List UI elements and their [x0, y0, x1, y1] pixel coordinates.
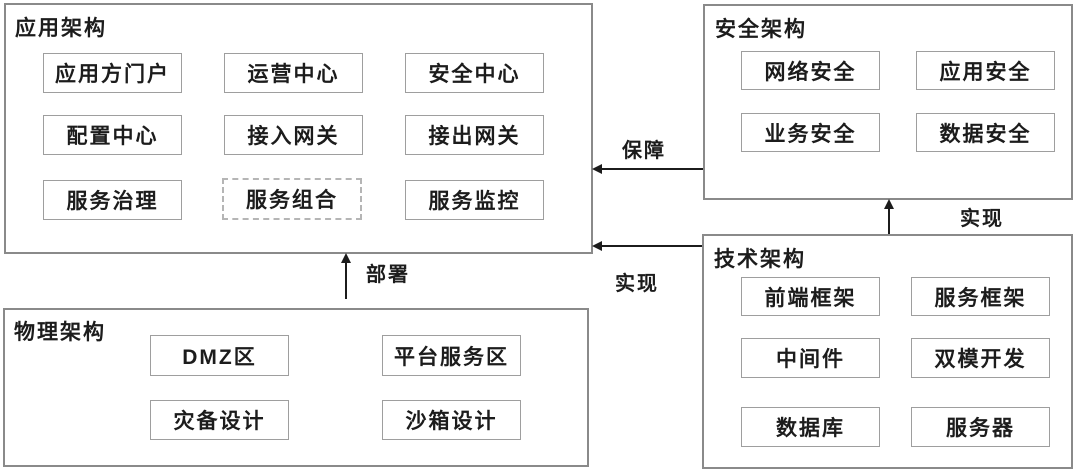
node-service-monitoring: 服务监控: [405, 180, 544, 220]
node-label: 服务治理: [66, 190, 159, 213]
node-label: 应用方门户: [55, 63, 170, 86]
node-server: 服务器: [911, 407, 1050, 447]
node-label: 数据库: [776, 417, 845, 440]
node-label: 运营中心: [247, 63, 340, 86]
arrowhead-up-icon: [341, 253, 351, 263]
node-application-security: 应用安全: [916, 51, 1055, 90]
node-label: 接入网关: [247, 125, 340, 148]
group-title-security-architecture: 安全架构: [715, 18, 807, 41]
node-label: 应用安全: [939, 60, 1032, 84]
arrowhead-left-icon: [592, 241, 602, 251]
node-data-security: 数据安全: [916, 113, 1055, 152]
arrow-realize-security-line: [888, 208, 890, 234]
node-frontend-framework: 前端框架: [741, 277, 880, 316]
group-title-technology-architecture: 技术架构: [714, 248, 806, 271]
node-service-framework: 服务框架: [911, 277, 1050, 316]
node-label: 沙箱设计: [405, 410, 498, 433]
node-label: 服务组合: [246, 189, 338, 212]
node-inbound-gateway: 接入网关: [224, 115, 363, 155]
node-database: 数据库: [741, 407, 880, 447]
arrow-realize-security-label: 实现: [960, 202, 1004, 231]
node-label: 数据安全: [939, 122, 1032, 146]
node-label: 平台服务区: [394, 345, 509, 369]
arrow-deploy-line: [345, 262, 347, 299]
node-label: DMZ区: [182, 345, 257, 369]
node-label: 灾备设计: [173, 410, 266, 433]
group-title-application-architecture: 应用架构: [15, 17, 107, 40]
node-network-security: 网络安全: [741, 51, 880, 90]
group-security-architecture: 安全架构 网络安全 应用安全 业务安全 数据安全: [703, 4, 1073, 200]
node-service-governance: 服务治理: [43, 180, 182, 220]
node-label: 网络安全: [764, 60, 857, 84]
node-label: 服务框架: [934, 286, 1027, 310]
node-label: 双模开发: [934, 348, 1027, 371]
node-label: 服务监控: [428, 190, 521, 213]
node-label: 接出网关: [428, 125, 521, 148]
arrow-deploy-label: 部署: [366, 258, 410, 287]
arrow-realize-application-line: [601, 245, 702, 247]
node-middleware: 中间件: [741, 338, 880, 378]
node-application-portal: 应用方门户: [43, 53, 182, 93]
group-application-architecture: 应用架构 应用方门户 运营中心 安全中心 配置中心 接入网关 接出网关 服务治理…: [4, 3, 593, 254]
node-security-center: 安全中心: [405, 53, 544, 93]
node-service-composition: 服务组合: [222, 178, 362, 220]
group-technology-architecture: 技术架构 前端框架 服务框架 中间件 双模开发 数据库 服务器: [702, 234, 1073, 469]
node-label: 配置中心: [66, 125, 159, 148]
node-config-center: 配置中心: [43, 115, 182, 155]
node-disaster-recovery-design: 灾备设计: [150, 400, 289, 440]
arrowhead-left-icon: [592, 164, 602, 174]
group-title-physical-architecture: 物理架构: [14, 321, 106, 344]
group-physical-architecture: 物理架构 DMZ区 平台服务区 灾备设计 沙箱设计: [3, 308, 589, 467]
node-label: 前端框架: [764, 286, 857, 310]
arrow-guarantee-label: 保障: [622, 134, 666, 163]
node-label: 业务安全: [764, 122, 857, 146]
node-operations-center: 运营中心: [224, 53, 363, 93]
node-bimodal-development: 双模开发: [911, 338, 1050, 378]
node-label: 中间件: [776, 348, 845, 371]
node-dmz-zone: DMZ区: [150, 335, 289, 376]
arrowhead-up-icon: [884, 199, 894, 209]
node-platform-service-zone: 平台服务区: [382, 335, 521, 376]
arrow-guarantee-line: [601, 168, 703, 170]
node-outbound-gateway: 接出网关: [405, 115, 544, 155]
node-label: 服务器: [946, 417, 1015, 440]
node-business-security: 业务安全: [741, 113, 880, 152]
node-sandbox-design: 沙箱设计: [382, 400, 521, 440]
node-label: 安全中心: [428, 63, 521, 86]
arrow-realize-application-label: 实现: [615, 267, 659, 296]
